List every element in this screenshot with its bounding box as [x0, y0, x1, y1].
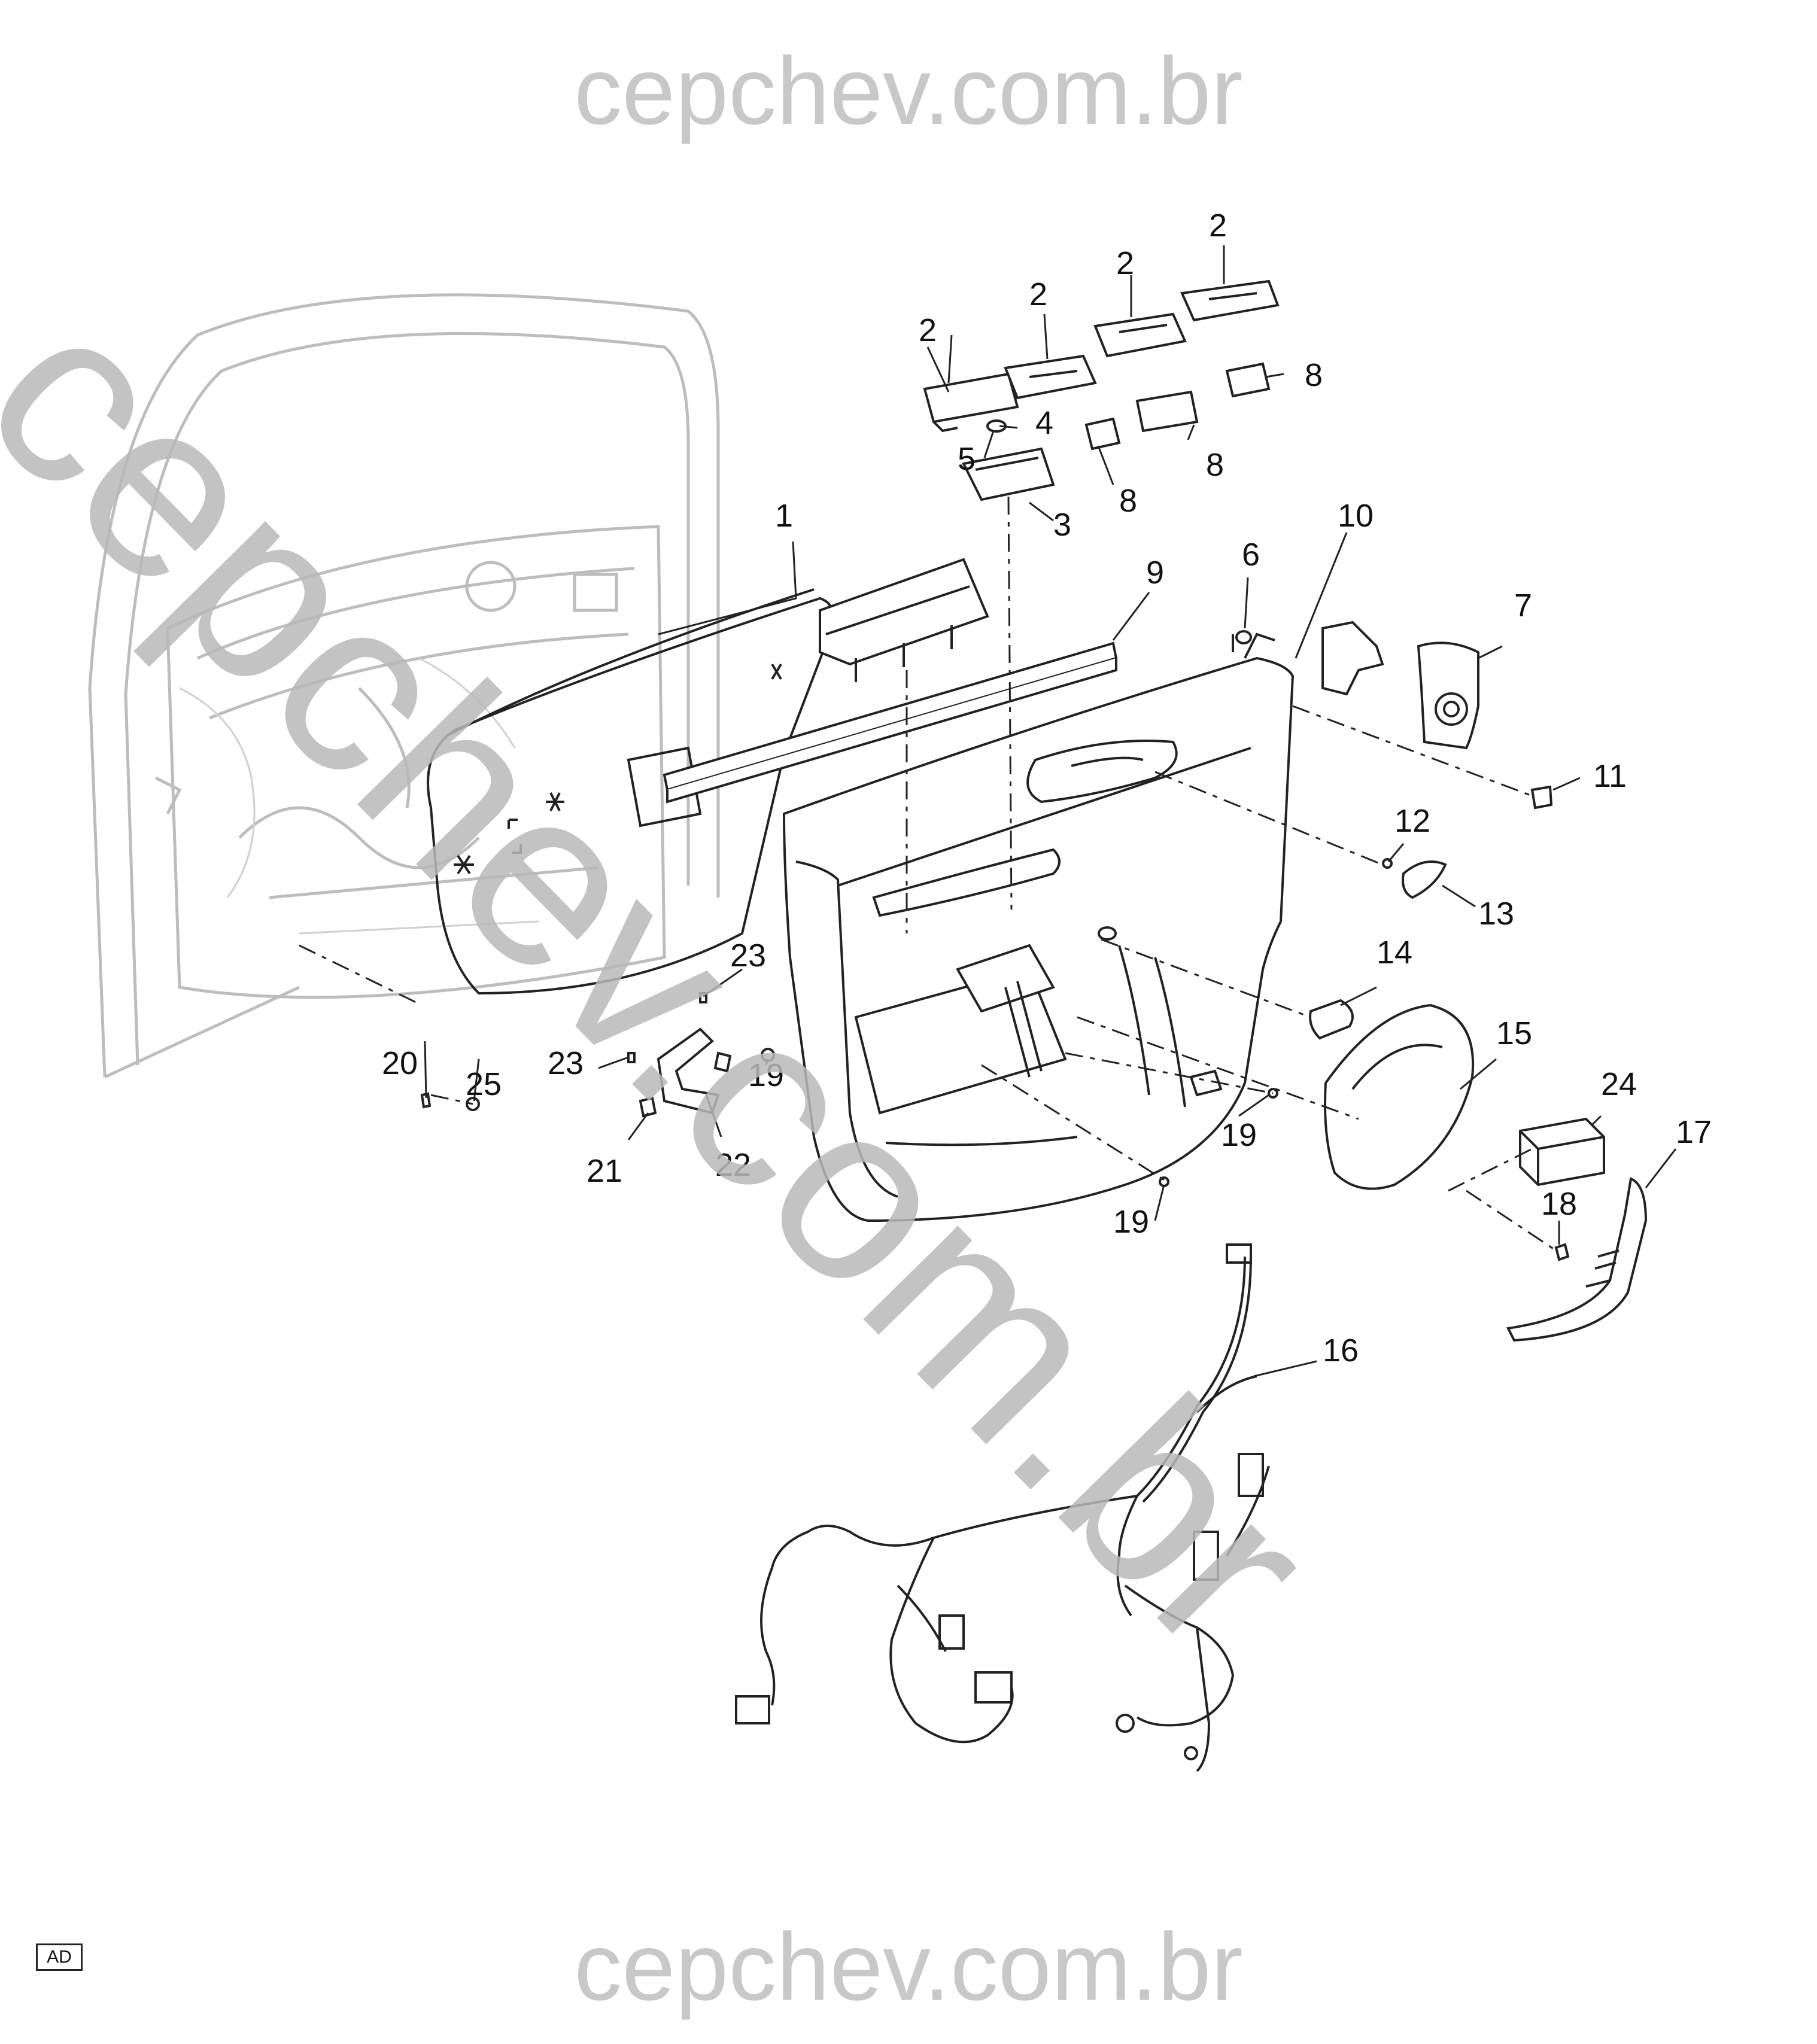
switch-bezel-3 — [962, 447, 1055, 501]
window-switches — [1084, 362, 1271, 451]
dash-leader-lines — [299, 496, 1557, 1252]
callout-8c: 8 — [1119, 483, 1137, 519]
callout-2c: 2 — [1116, 245, 1134, 281]
callout-17: 17 — [1676, 1114, 1712, 1150]
callout-21: 21 — [587, 1153, 622, 1189]
callout-13: 13 — [1478, 896, 1514, 932]
callout-8a: 8 — [1305, 357, 1323, 393]
door-frame — [88, 293, 720, 1079]
small-clips — [1309, 785, 1553, 1040]
callout-5: 5 — [958, 441, 976, 477]
view-code-badge: AD — [36, 1943, 83, 1971]
callout-1: 1 — [775, 498, 793, 534]
callout-20: 20 — [382, 1045, 418, 1081]
callout-3: 3 — [1053, 507, 1071, 543]
watermark-bottom: cepchev.com.br — [574, 1913, 1243, 2020]
callout-14: 14 — [1377, 935, 1412, 971]
callout-8b: 8 — [1206, 447, 1224, 483]
callout-19b: 19 — [1221, 1117, 1257, 1153]
sound-absorber-block — [1519, 1117, 1605, 1187]
leader-lines — [424, 245, 1677, 1377]
armrest-bracket — [819, 558, 989, 682]
door-trim-panel — [782, 632, 1295, 1222]
callout-11: 11 — [1593, 758, 1627, 794]
callout-23b: 23 — [548, 1045, 584, 1081]
callout-2b: 2 — [1029, 276, 1047, 312]
callout-18: 18 — [1541, 1186, 1577, 1222]
asterisk-marks — [454, 663, 782, 875]
callout-2a: 2 — [919, 312, 937, 348]
callout-24: 24 — [1601, 1066, 1637, 1102]
callout-15: 15 — [1496, 1015, 1532, 1051]
callout-25: 25 — [466, 1066, 502, 1102]
callout-8d: 8 — [1119, 483, 1137, 519]
callout-10: 10 — [1338, 498, 1374, 534]
door-sealing-strip — [663, 641, 1118, 804]
speaker-grille — [1324, 1003, 1475, 1190]
callout-6: 6 — [1242, 537, 1260, 573]
mirror-trim-pieces — [1235, 620, 1479, 750]
callout-labels: 1 2 2 2 2 2 3 4 5 6 7 8 8 8 8 9 10 11 12… — [382, 208, 1712, 1368]
callout-19c: 19 — [1113, 1204, 1149, 1240]
callout-16: 16 — [1323, 1333, 1359, 1368]
callout-22: 22 — [715, 1147, 751, 1183]
callout-23a: 23 — [730, 938, 766, 974]
bracket-and-fasteners — [420, 992, 1278, 1187]
callout-4: 4 — [1035, 405, 1053, 441]
trim-strip — [1506, 1177, 1648, 1342]
switch-bezels — [923, 279, 1280, 433]
callout-7: 7 — [1514, 588, 1532, 623]
callout-12: 12 — [1394, 803, 1430, 839]
watermark-top: cepchev.com.br — [574, 37, 1243, 144]
callout-9: 9 — [1146, 555, 1164, 591]
wiring-harness — [735, 1243, 1270, 1772]
callout-2e: 2 — [943, 938, 961, 974]
callout-19a: 19 — [748, 1057, 784, 1093]
callout-2d: 2 — [1209, 208, 1227, 244]
